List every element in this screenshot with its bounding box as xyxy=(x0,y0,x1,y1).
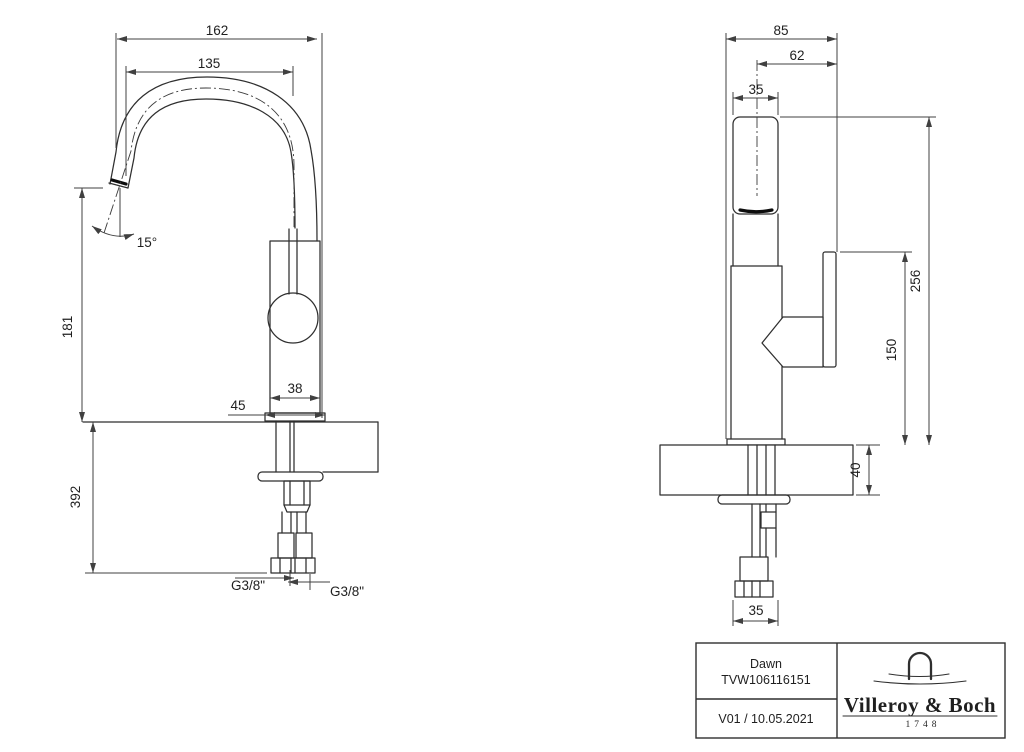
dim-counter-thickness: 40 xyxy=(848,444,880,496)
dim-body-width: 38 xyxy=(270,381,320,401)
base-flange-front xyxy=(726,438,786,446)
dim-spout-height-label: 181 xyxy=(60,316,75,339)
spout-outline xyxy=(103,76,318,242)
hose-nuts-side xyxy=(270,557,316,574)
handle-knob xyxy=(267,292,319,344)
faucet-body-side xyxy=(264,228,326,422)
dim-base-width-label: 45 xyxy=(230,398,245,413)
base-flange-side xyxy=(264,412,326,422)
dim-total-height-label: 256 xyxy=(908,270,923,293)
brand-year: 1748 xyxy=(906,720,941,730)
dim-spout-angle: 15° xyxy=(91,188,157,250)
dim-handle-height-label: 150 xyxy=(884,339,899,362)
dim-overall-depth-label: 85 xyxy=(773,23,788,38)
brand-arch-icon xyxy=(907,651,933,681)
mounting-hardware-front xyxy=(717,494,791,598)
dim-body-diameter-top: 35 xyxy=(732,82,779,115)
dim-handle-offset: 62 xyxy=(757,48,837,67)
version-date: V01 / 10.05.2021 xyxy=(718,712,813,726)
aerator-slit xyxy=(738,208,774,214)
dim-spout-angle-label: 15° xyxy=(137,235,157,250)
spout-centerline xyxy=(103,87,295,234)
faucet-body-front xyxy=(726,60,837,446)
dim-body-width-label: 38 xyxy=(287,381,302,396)
dim-body-diameter-top-label: 35 xyxy=(748,82,763,97)
dim-handle-height: 150 xyxy=(840,251,912,445)
dim-total-reach: 162 xyxy=(115,23,323,418)
washer-front xyxy=(717,494,791,505)
dim-spout-height: 181 xyxy=(60,187,103,422)
brand-name: Villeroy & Boch xyxy=(844,693,996,717)
dim-total-height: 256 xyxy=(780,116,936,445)
brand-logo: Villeroy & Boch 1748 xyxy=(842,651,998,730)
dim-spout-reach: 135 xyxy=(125,56,294,176)
counter-side xyxy=(82,421,379,473)
side-view: 162 135 15° 181 392 38 45 xyxy=(60,23,379,599)
dim-overall-depth: 85 xyxy=(725,23,838,439)
spout-outlet-slit xyxy=(110,178,128,186)
hose-thread-right-label: G3/8" xyxy=(330,584,364,599)
dim-total-reach-label: 162 xyxy=(206,23,229,38)
article-number: TVW106116151 xyxy=(721,673,810,687)
product-name: Dawn xyxy=(750,657,782,671)
brand-wave-icon xyxy=(888,673,950,678)
dim-counter-thickness-label: 40 xyxy=(848,462,863,477)
dim-under-counter-depth-label: 392 xyxy=(68,486,83,509)
dim-hose-thread-left: G3/8" xyxy=(231,570,294,593)
counter-front xyxy=(659,444,854,496)
spout-sleeve xyxy=(732,116,779,215)
mounting-hardware-side xyxy=(257,420,324,574)
dim-spout-reach-label: 135 xyxy=(198,56,221,71)
title-block-border xyxy=(695,642,1006,739)
title-block: Dawn TVW106116151 V01 / 10.05.2021 Ville… xyxy=(695,642,1006,739)
front-view: 85 62 35 256 150 40 35 xyxy=(659,23,936,626)
dim-connector-width: 35 xyxy=(732,600,779,626)
hose-coupling xyxy=(739,556,769,582)
hose-nut-front xyxy=(734,580,774,598)
hose-fitting xyxy=(760,511,777,529)
handle-cone xyxy=(761,316,824,368)
washer-side xyxy=(257,471,324,482)
hose-thread-left-label: G3/8" xyxy=(231,578,265,593)
handle-lever xyxy=(822,251,837,368)
dim-base-width: 45 xyxy=(228,398,325,418)
dim-connector-width-label: 35 xyxy=(748,603,763,618)
dim-under-counter-depth: 392 xyxy=(68,422,267,574)
dim-handle-offset-label: 62 xyxy=(789,48,804,63)
hex-nut-side xyxy=(283,480,311,506)
dim-hose-thread-right: G3/8" xyxy=(288,574,364,599)
